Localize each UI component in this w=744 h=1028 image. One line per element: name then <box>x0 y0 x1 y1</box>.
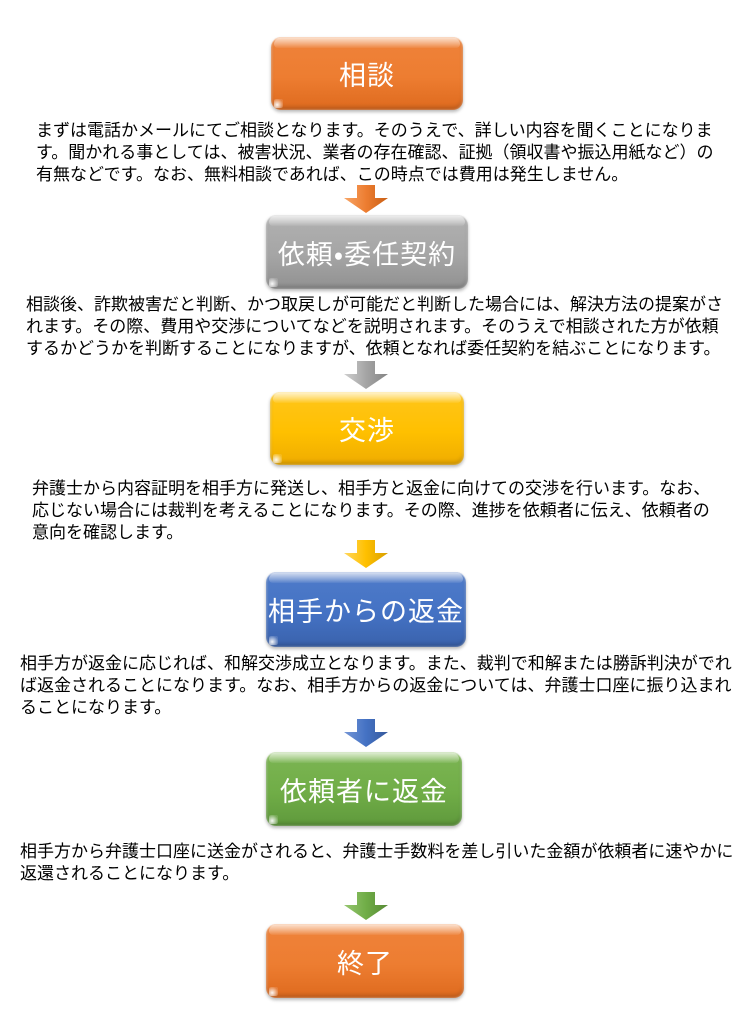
description-line: 応じない場合には裁判を考えることになります。その際、進捗を依頼者に伝え、依頼者の <box>32 501 710 520</box>
description-line: 弁護士から内容証明を相手方に発送し、相手方と返金に向けての交渉を行います。なお、 <box>32 479 711 498</box>
step-label: 交渉 <box>339 416 395 446</box>
step-box-consultation: 相談 <box>271 37 463 110</box>
description-line: 返還されることになります。 <box>20 864 240 883</box>
step-box-refund-to-client: 依頼者に返金 <box>266 752 462 826</box>
step-description-contract: 相談後、詐欺被害だと判断、かつ取戻しが可能だと判断した場合には、解決方法の提案が… <box>26 294 723 360</box>
down-arrow-icon <box>344 540 388 568</box>
step-description-negotiation: 弁護士から内容証明を相手方に発送し、相手方と返金に向けての交渉を行います。なお、… <box>32 478 710 544</box>
step-box-refund-from-opponent: 相手からの返金 <box>266 572 466 647</box>
step-box-contract: 依頼・委任契約 <box>266 215 468 289</box>
step-description-refund-from-opponent: 相手方が返金に応じれば、和解交渉成立となります。また、裁判で和解または勝訴判決が… <box>20 653 732 719</box>
step-label: 依頼者に返金 <box>280 776 448 807</box>
step-description-refund-to-client: 相手方から弁護士口座に送金がされると、弁護士手数料を差し引いた金額が依頼者に速や… <box>20 841 733 885</box>
step-label: 相手からの返金 <box>268 597 464 627</box>
step-description-consultation: まずは電話かメールにてご相談となります。そのうえで、詳しい内容を聞くことになりま… <box>36 120 713 186</box>
description-line: まずは電話かメールにてご相談となります。そのうえで、詳しい内容を聞くことになりま <box>36 121 713 140</box>
step-label: 終了 <box>337 948 393 979</box>
description-line: ば返金されることになります。なお、相手方からの返金については、弁護士口座に振り込… <box>20 676 732 695</box>
description-line: 有無などです。なお、無料相談であれば、この時点では費用は発生しません。 <box>36 165 629 184</box>
step-box-negotiation: 交渉 <box>270 392 464 465</box>
down-arrow-icon <box>344 361 388 389</box>
description-line: ることになります。 <box>20 698 172 717</box>
description-line: 相談後、詐欺被害だと判断、かつ取戻しが可能だと判断した場合には、解決方法の提案が… <box>26 295 723 314</box>
step-label: 依頼・委任契約 <box>277 239 457 270</box>
down-arrow-icon <box>344 185 388 213</box>
description-line: 意向を確認します。 <box>32 523 184 542</box>
down-arrow-icon <box>344 892 388 920</box>
description-line: す。聞かれる事としては、被害状況、業者の存在確認、証拠（領収書や振込用紙など）の <box>36 143 714 162</box>
description-line: 相手方から弁護士口座に送金がされると、弁護士手数料を差し引いた金額が依頼者に速や… <box>20 842 734 861</box>
description-line: れます。その際、費用や交渉についてなどを説明されます。そのうえで相談された方が依… <box>26 317 719 336</box>
description-line: するかどうかを判断することになりますが、依頼となれば委任契約を結ぶことになります… <box>26 339 721 358</box>
description-line: 相手方が返金に応じれば、和解交渉成立となります。また、裁判で和解または勝訴判決が… <box>20 654 732 673</box>
step-box-end: 終了 <box>266 924 464 998</box>
down-arrow-icon <box>344 719 388 747</box>
step-label: 相談 <box>339 61 395 91</box>
